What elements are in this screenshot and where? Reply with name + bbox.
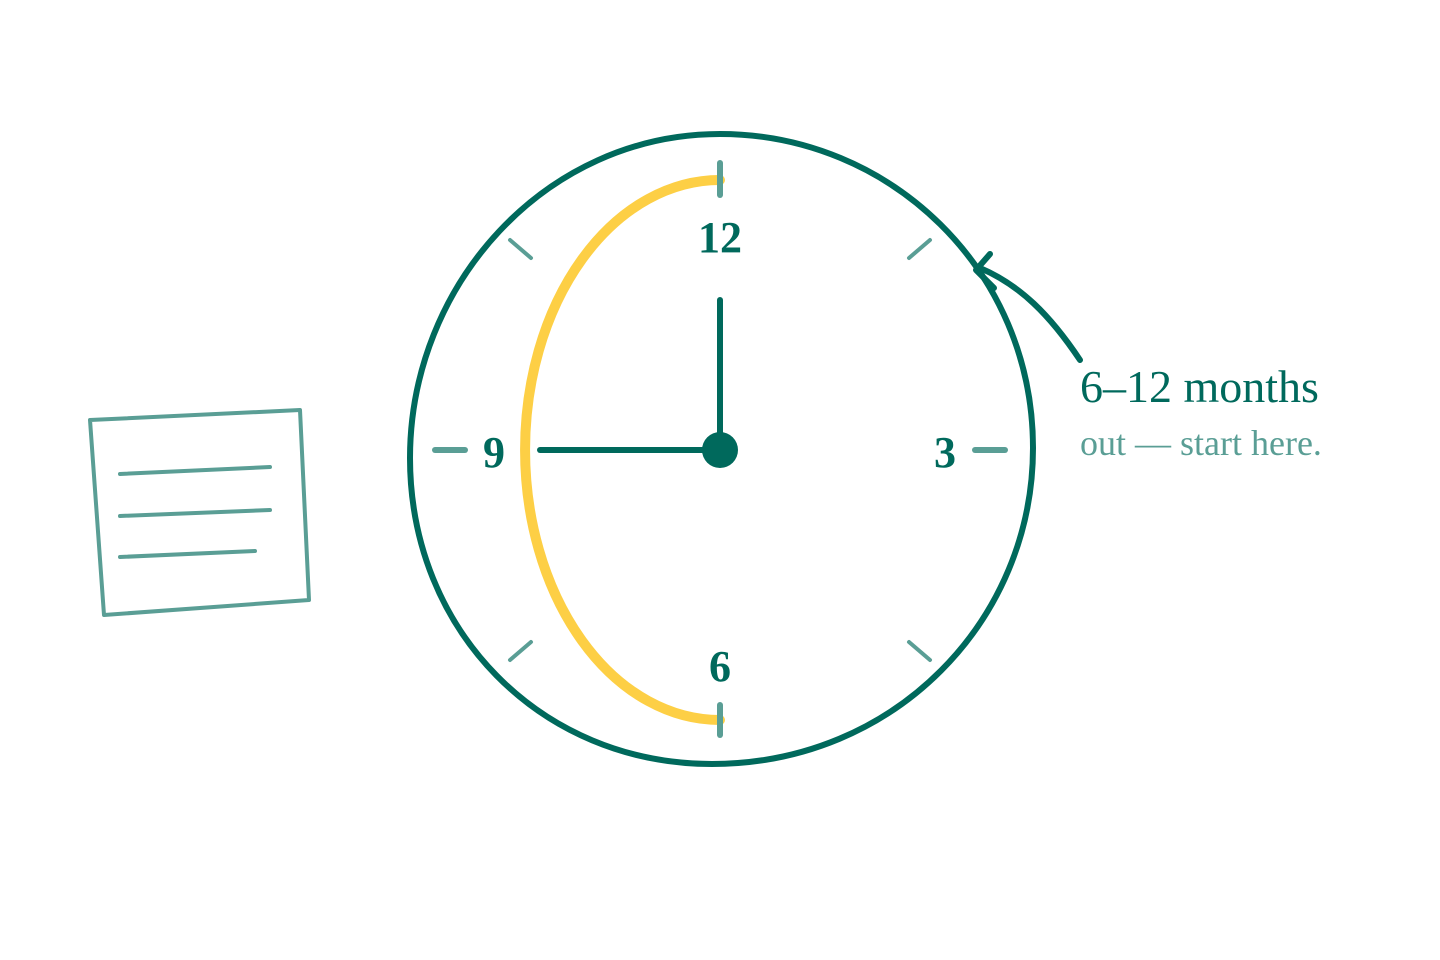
minor-marks xyxy=(508,238,932,662)
hour-marks xyxy=(432,160,1008,738)
clock-number-6: 6 xyxy=(709,642,731,691)
callout-arrow xyxy=(973,251,1083,363)
document-line-3 xyxy=(118,549,257,559)
minor-mark-upper-left xyxy=(508,238,533,260)
callout-arrow-tick xyxy=(973,251,997,291)
clock-face xyxy=(406,130,1037,768)
highlighted-arc xyxy=(520,175,725,725)
minor-mark-upper-right xyxy=(907,238,932,260)
document-line-1 xyxy=(118,465,272,476)
callout-subtitle: out — start here. xyxy=(1080,423,1322,463)
clock-number-12: 12 xyxy=(698,213,742,262)
minor-mark-lower-left xyxy=(508,640,533,662)
clock-center xyxy=(702,432,738,468)
document-lines-icon xyxy=(88,408,311,617)
clock-icon: 12 3 6 9 xyxy=(406,130,1037,768)
clock-number-3: 3 xyxy=(934,428,956,477)
callout-arrow-line xyxy=(977,265,1083,363)
document-line-2 xyxy=(118,508,272,518)
clock-number-9: 9 xyxy=(483,428,505,477)
minor-mark-lower-right xyxy=(907,640,932,662)
callout-title: 6–12 months xyxy=(1080,361,1319,412)
document-outline xyxy=(88,408,311,617)
